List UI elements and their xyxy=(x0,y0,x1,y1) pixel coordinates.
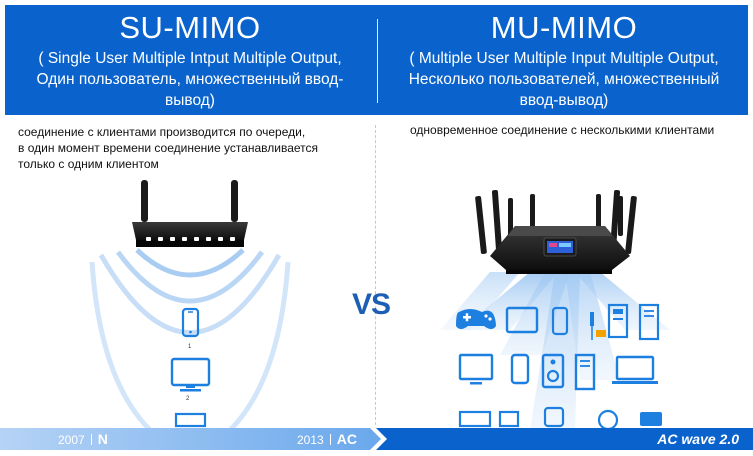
laptop-icon xyxy=(174,412,207,428)
tablet-icon xyxy=(498,410,520,428)
timeline-2007-n: 2007 N xyxy=(58,431,108,448)
monitor-icon xyxy=(458,410,492,428)
header-divider xyxy=(377,19,378,103)
su-mimo-subtitle-line3: вывод) xyxy=(165,92,215,109)
su-mimo-description-line1: соединение с клиентами производится по о… xyxy=(18,125,306,139)
timeline-separator xyxy=(90,434,92,445)
tablet-icon xyxy=(505,306,539,334)
su-mimo-description-line3: только с одним клиентом xyxy=(18,157,159,171)
su-mimo-subtitle-line2: Один пользователь, множественный ввод- xyxy=(36,71,344,88)
router-icon xyxy=(640,412,662,426)
timeline-standard-n: N xyxy=(97,431,108,447)
mu-mimo-subtitle-line3: ввод-вывод) xyxy=(519,92,609,109)
mu-mimo-subtitle-line1: ( Multiple User Multiple Input Multiple … xyxy=(409,50,719,67)
mu-mimo-subtitle-line2: Несколько пользователей, множественный xyxy=(408,71,720,88)
timeline-standard-ac: AC xyxy=(336,431,357,447)
desktop-tower-icon xyxy=(574,353,596,391)
router-icon xyxy=(475,190,637,274)
speaker-icon xyxy=(541,353,565,389)
monitor-label: 2 xyxy=(186,396,190,402)
printer-icon xyxy=(607,303,629,339)
vs-label: VS xyxy=(352,288,391,321)
gamepad-icon xyxy=(456,309,496,329)
timeline-2013-ac: 2013 AC xyxy=(297,431,357,448)
mu-mimo-subtitle: ( Multiple User Multiple Input Multiple … xyxy=(389,48,739,111)
mu-mimo-beams xyxy=(440,272,670,430)
laptop-icon xyxy=(612,355,658,384)
mu-mimo-heading: MU-MIMO ( Multiple User Multiple Input M… xyxy=(389,11,739,111)
router-icon xyxy=(132,180,248,247)
phone-icon xyxy=(510,353,530,385)
usb-icon xyxy=(590,312,606,340)
phone-icon xyxy=(551,306,569,336)
desktop-tower-icon xyxy=(638,303,660,341)
phone-icon xyxy=(543,406,565,428)
timeline-year-2013: 2013 xyxy=(297,433,324,447)
phone-label: 1 xyxy=(188,344,192,350)
tv-icon xyxy=(458,353,494,385)
timeline-year-2007: 2007 xyxy=(58,433,85,447)
su-mimo-description: соединение с клиентами производится по о… xyxy=(18,124,358,172)
su-mimo-title: SU-MIMO xyxy=(119,10,261,45)
su-mimo-heading: SU-MIMO ( Single User Multiple Intput Mu… xyxy=(15,11,365,111)
header-banner: SU-MIMO ( Single User Multiple Intput Mu… xyxy=(5,5,748,115)
phone-icon xyxy=(181,307,200,338)
disk-icon xyxy=(597,409,619,431)
timeline-bar xyxy=(0,428,753,450)
mu-mimo-description: одновременное соединение с несколькими к… xyxy=(410,123,715,137)
timeline-ac-wave2: AC wave 2.0 xyxy=(657,431,739,447)
mu-mimo-title: MU-MIMO xyxy=(490,10,638,45)
monitor-icon xyxy=(170,357,211,392)
su-mimo-waves xyxy=(89,248,291,432)
su-mimo-description-line2: в один момент времени соединение устанав… xyxy=(18,141,319,155)
timeline-separator xyxy=(329,434,331,445)
su-mimo-subtitle-line1: ( Single User Multiple Intput Multiple O… xyxy=(38,50,342,67)
center-dashed-divider xyxy=(375,125,376,425)
su-mimo-subtitle: ( Single User Multiple Intput Multiple O… xyxy=(15,48,365,111)
